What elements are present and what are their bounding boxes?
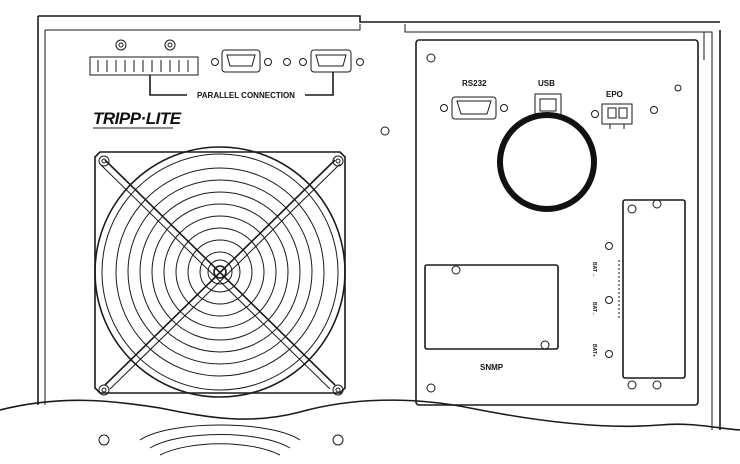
mid-screw (283, 58, 291, 66)
snmp-label: SNMP (480, 363, 504, 372)
usb-label: USB (538, 79, 555, 88)
epo-label: EPO (606, 90, 623, 99)
rs232-port: RS232 (440, 79, 508, 120)
cutaway-edge (0, 399, 740, 431)
side-label-3: BAT∘ (591, 344, 597, 357)
side-label-2: BAT← (591, 302, 597, 317)
rs232-label: RS232 (462, 79, 487, 88)
parallel-connection-label: PARALLEL CONNECTION (197, 91, 295, 100)
parallel-port-1 (211, 49, 272, 73)
usb-port: USB (534, 79, 562, 117)
parallel-bracket (149, 72, 334, 96)
chassis (37, 15, 721, 430)
fan-guard (94, 146, 346, 398)
cable-knockout (497, 112, 597, 212)
terminal-block (89, 39, 199, 76)
snmp-slot: SNMP (424, 264, 559, 372)
lower-fan-partial (98, 424, 344, 456)
panel-screw (380, 126, 390, 136)
parallel-port-2 (299, 49, 364, 73)
side-label-1: BAT→ (591, 262, 597, 277)
brand-logo-text: TRIPP·LITE (93, 109, 182, 128)
side-labels: BAT→ BAT← BAT∘ (591, 242, 613, 358)
epo-port: EPO (591, 90, 658, 129)
tripp-lite-logo: TRIPP·LITE (93, 109, 182, 129)
comm-panel (415, 39, 699, 406)
card-slot (618, 199, 686, 390)
